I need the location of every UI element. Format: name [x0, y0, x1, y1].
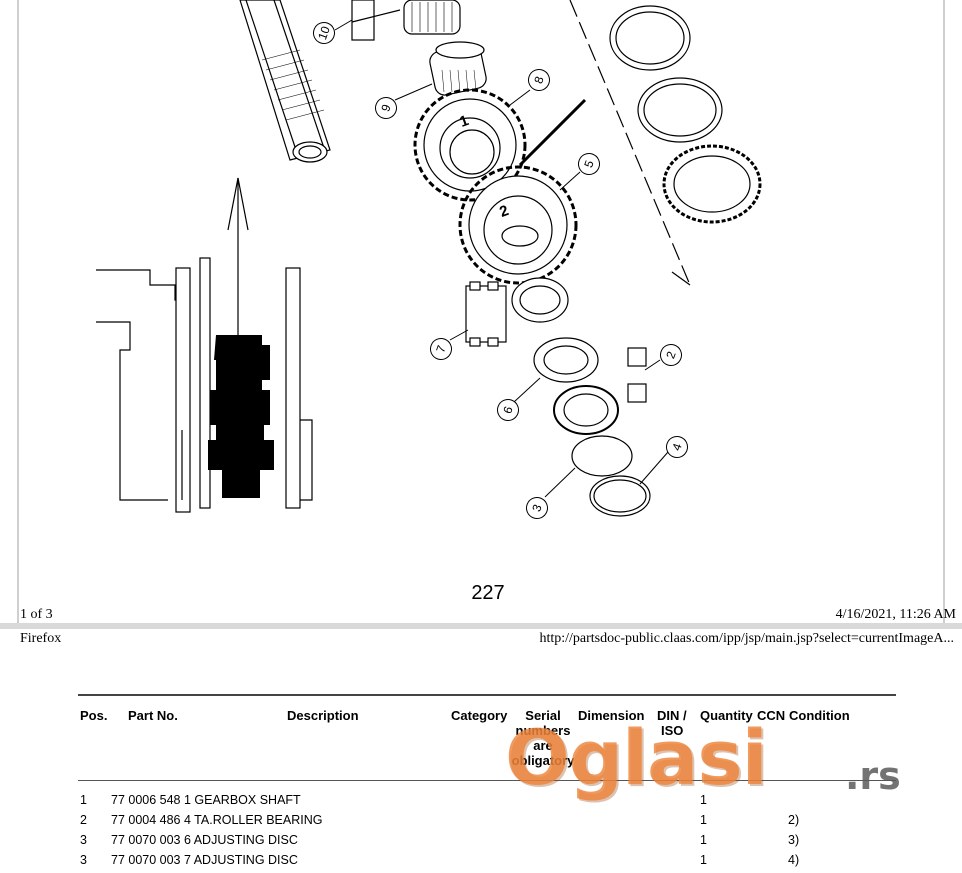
header-ccn: CCN [757, 708, 786, 723]
row-pos: 3 [80, 833, 87, 847]
print-date: 4/16/2021, 11:26 AM [835, 607, 956, 622]
row-qty: 1 [700, 833, 707, 847]
callout-10-label: 10 [315, 24, 333, 42]
row-part: 77 0070 003 6 ADJUSTING DISC [111, 833, 298, 847]
callout-3-label: 3 [529, 502, 545, 514]
table-header-rule [78, 780, 896, 781]
part-10-drawing [351, 0, 461, 41]
header-dimension: Dimension [578, 708, 645, 723]
browser-name: Firefox [20, 631, 62, 646]
row-pos: 2 [80, 813, 87, 827]
exploded-parts-drawing [96, 0, 762, 517]
row-pos: 3 [80, 853, 87, 867]
callout-5-label: 5 [581, 158, 597, 170]
row-part: 77 0070 003 7 ADJUSTING DISC [111, 853, 298, 867]
header-din-iso: DIN / ISO [657, 708, 687, 738]
cross-section-drawing [96, 177, 313, 513]
header-din-iso-line-2: ISO [661, 723, 684, 738]
callout-6-label: 6 [500, 404, 516, 416]
header-pos: Pos. [80, 708, 108, 723]
page-break [0, 623, 962, 629]
header-serial: Serial numbers are obligatory [510, 708, 576, 768]
row-pos: 1 [80, 793, 87, 807]
row-condition: 2) [788, 813, 800, 827]
gear-1-drawing [413, 88, 587, 202]
row-condition: 3) [788, 833, 800, 847]
header-part-no: Part No. [128, 708, 178, 723]
gear-2-drawing [458, 165, 578, 285]
part-3-4-drawing [571, 435, 651, 517]
row-qty: 1 [700, 853, 707, 867]
header-serial-line-3: are [533, 738, 553, 753]
row-qty: 1 [700, 793, 707, 807]
callout-4-label: 4 [669, 441, 685, 453]
header-serial-line-2: numbers [515, 723, 571, 738]
header-din-iso-line-1: DIN / [657, 708, 687, 723]
row-part: 77 0004 486 4 TA.ROLLER BEARING [111, 813, 323, 827]
synchronizer-rings-drawing [569, 0, 762, 286]
callout-2-label: 2 [663, 349, 679, 361]
page-url[interactable]: http://partsdoc-public.claas.com/ipp/jsp… [539, 631, 954, 646]
header-description: Description [287, 708, 359, 723]
page-number: 227 [471, 582, 505, 604]
header-serial-line-4: obligatory [511, 753, 575, 768]
callout-balloons [334, 19, 669, 498]
page-count: 1 of 3 [20, 607, 53, 622]
page-left-border [17, 0, 19, 627]
callout-8-label: 8 [531, 74, 547, 86]
callout-9-label: 9 [378, 102, 394, 114]
header-serial-line-1: Serial [525, 708, 561, 723]
table-top-rule [78, 694, 896, 696]
header-condition: Condition [789, 708, 850, 723]
part-6-drawing [533, 337, 599, 383]
page-right-border [943, 0, 945, 627]
row-qty: 1 [700, 813, 707, 827]
part-9-drawing [429, 41, 487, 96]
watermark-suffix-text: .rs [845, 754, 901, 798]
part-7-drawing [465, 277, 569, 347]
print-page-1: 10 9 8 5 7 6 2 4 3 1 2 227 1 of 3 4/16/2… [17, 0, 956, 627]
callout-7-label: 7 [433, 343, 449, 355]
part-2-drawing [553, 347, 647, 435]
row-condition: 4) [788, 853, 800, 867]
gearbox-shaft-drawing [239, 0, 331, 163]
row-part: 77 0006 548 1 GEARBOX SHAFT [111, 793, 301, 807]
header-category: Category [451, 708, 508, 723]
header-quantity: Quantity [700, 708, 753, 723]
